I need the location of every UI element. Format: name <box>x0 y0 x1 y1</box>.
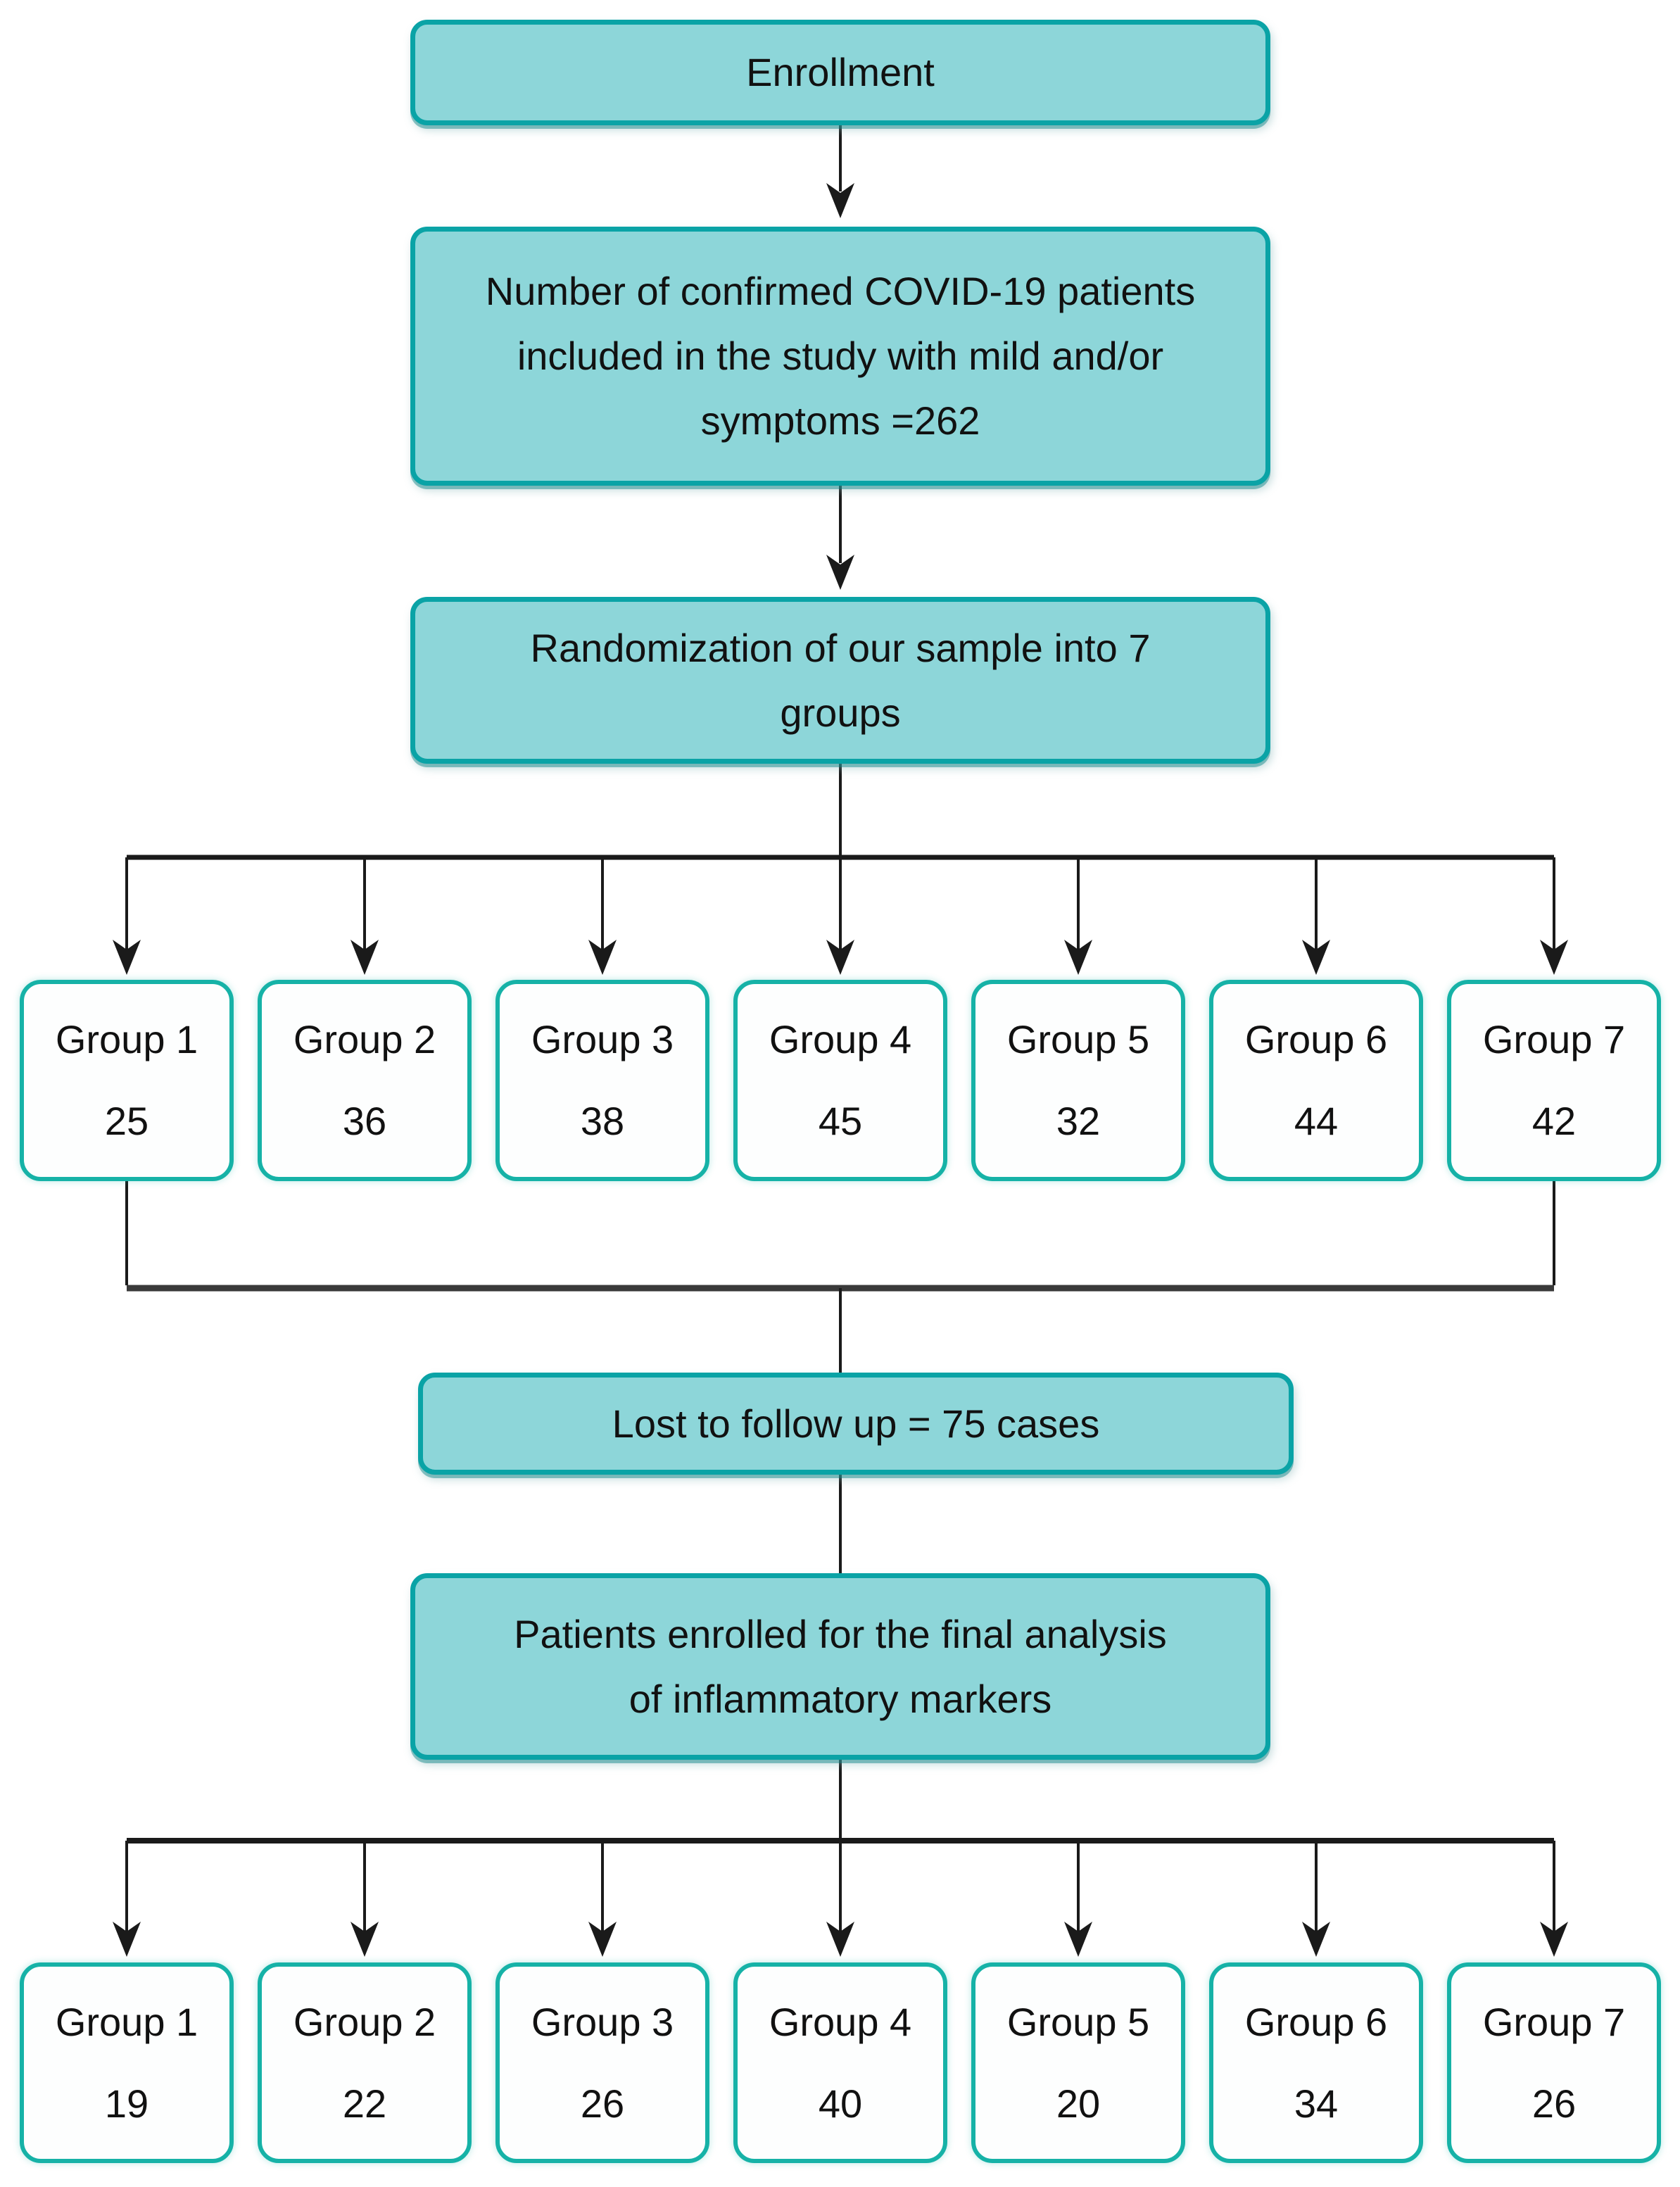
node-confirmed-patients: Number of confirmed COVID-19 patients in… <box>410 227 1270 486</box>
arrowhead-down-icon <box>1064 1922 1092 1957</box>
final-group-box-6: Group 6 34 <box>1209 1962 1423 2163</box>
node-final-analysis: Patients enrolled for the final analysis… <box>410 1573 1270 1760</box>
group-label: Group 6 <box>1244 1999 1388 2044</box>
group-label: Group 7 <box>1482 1017 1626 1061</box>
final-group-box-2: Group 2 22 <box>258 1962 472 2163</box>
arrowhead-down-icon <box>1064 940 1092 975</box>
arrowhead-down-icon <box>826 940 854 975</box>
randomized-group-box-6: Group 6 44 <box>1209 980 1423 1181</box>
group-label: Group 4 <box>769 1017 912 1061</box>
group-count: 40 <box>818 2081 863 2126</box>
group-count: 45 <box>818 1099 863 1143</box>
final-group-box-3: Group 3 26 <box>495 1962 709 2163</box>
group-count: 44 <box>1294 1099 1339 1143</box>
arrowhead-down-icon <box>826 1922 854 1957</box>
node-randomization: Randomization of our sample into 7 group… <box>410 597 1270 764</box>
node-enrollment-text: Enrollment <box>746 50 935 94</box>
group-count: 38 <box>580 1099 625 1143</box>
node-lost-to-followup-text: Lost to follow up = 75 cases <box>612 1401 1100 1446</box>
arrowhead-down-icon <box>826 555 854 590</box>
group-label: Group 7 <box>1482 1999 1626 2044</box>
arrowhead-down-icon <box>350 1922 379 1957</box>
final-group-box-5: Group 5 20 <box>971 1962 1185 2163</box>
arrowhead-down-icon <box>1540 1922 1568 1957</box>
group-count: 42 <box>1531 1099 1577 1143</box>
group-count: 34 <box>1294 2081 1339 2126</box>
group-count: 36 <box>342 1099 387 1143</box>
randomized-group-box-1: Group 1 25 <box>20 980 234 1181</box>
group-label: Group 3 <box>531 1999 674 2044</box>
arrowhead-down-icon <box>588 940 617 975</box>
node-enrollment: Enrollment <box>410 20 1270 125</box>
arrowhead-down-icon <box>350 940 379 975</box>
arrowhead-down-icon <box>113 940 141 975</box>
group-label: Group 4 <box>769 1999 912 2044</box>
group-label: Group 6 <box>1244 1017 1388 1061</box>
arrowhead-down-icon <box>826 183 854 218</box>
node-lost-to-followup: Lost to follow up = 75 cases <box>418 1373 1294 1475</box>
group-count: 26 <box>580 2081 625 2126</box>
randomized-group-box-2: Group 2 36 <box>258 980 472 1181</box>
node-confirmed-patients-text: Number of confirmed COVID-19 patients in… <box>485 269 1196 443</box>
arrowhead-down-icon <box>1302 940 1330 975</box>
randomized-group-box-4: Group 4 45 <box>733 980 947 1181</box>
group-label: Group 2 <box>293 1017 436 1061</box>
group-count: 22 <box>342 2081 387 2126</box>
group-label: Group 2 <box>293 1999 436 2044</box>
final-group-box-4: Group 4 40 <box>733 1962 947 2163</box>
arrowhead-down-icon <box>113 1922 141 1957</box>
group-count: 32 <box>1056 1099 1101 1143</box>
final-group-box-1: Group 1 19 <box>20 1962 234 2163</box>
group-label: Group 1 <box>55 1999 198 2044</box>
node-final-analysis-text: Patients enrolled for the final analysis… <box>514 1611 1167 1721</box>
group-count: 25 <box>104 1099 149 1143</box>
arrowhead-down-icon <box>1540 940 1568 975</box>
group-count: 19 <box>104 2081 149 2126</box>
node-randomization-text: Randomization of our sample into 7 group… <box>530 625 1151 735</box>
arrowhead-down-icon <box>588 1922 617 1957</box>
final-group-box-7: Group 7 26 <box>1447 1962 1661 2163</box>
randomized-group-box-3: Group 3 38 <box>495 980 709 1181</box>
group-label: Group 5 <box>1006 1017 1150 1061</box>
randomized-group-box-5: Group 5 32 <box>971 980 1185 1181</box>
group-label: Group 1 <box>55 1017 198 1061</box>
randomized-group-box-7: Group 7 42 <box>1447 980 1661 1181</box>
group-label: Group 5 <box>1006 1999 1150 2044</box>
group-count: 20 <box>1056 2081 1101 2126</box>
group-label: Group 3 <box>531 1017 674 1061</box>
group-count: 26 <box>1531 2081 1577 2126</box>
arrowhead-down-icon <box>1302 1922 1330 1957</box>
